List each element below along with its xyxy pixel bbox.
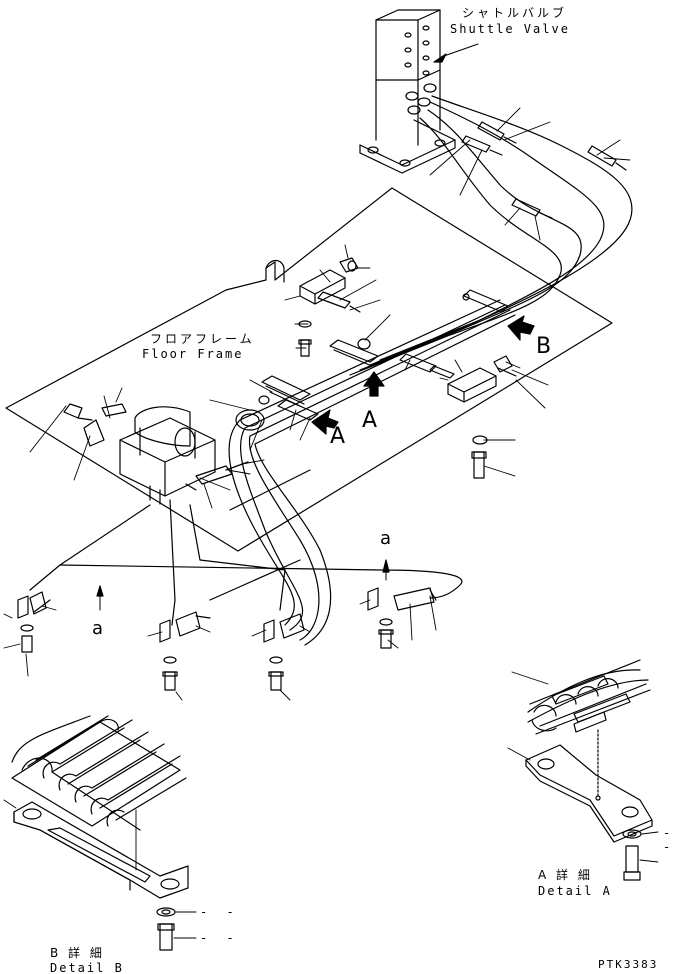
detail-b-washer-dashes: - - [200,905,240,919]
arrow-ref-a-up [383,560,389,572]
floor-frame [6,188,612,551]
leader-lines [4,245,548,700]
floor-frame-en-label: Floor Frame [142,347,244,361]
central-fittings [299,258,360,356]
shuttle-valve-en-label: Shuttle Valve [450,22,570,36]
upper-hoses [350,96,632,375]
right-fittings [400,354,516,478]
valve-fittings [406,84,436,114]
lower-hose-run [30,470,462,625]
hose-fittings-upper [462,122,626,218]
main-hose-bundle [229,300,515,645]
arrow-view-b [508,316,534,340]
lower-fittings [18,588,436,690]
shuttle-valve [360,10,478,173]
arrow-view-a-up [364,372,384,396]
arrow-ref-a-lower [97,586,103,596]
detail-a-jp-label: A 詳 細 [538,868,593,882]
detail-a-drawing [508,660,658,880]
detail-a-washer-dashes: - - [663,826,677,854]
shuttle-valve-jp-label: シャトルバルブ [462,6,568,20]
part-code-label: PTK3383 [598,958,659,971]
view-a-marker-left: A [330,424,346,449]
arrow-view-a-right [312,410,338,434]
detail-a-en-label: Detail A [538,884,612,898]
view-arrows [97,316,534,596]
view-b-marker: B [536,334,552,359]
floor-frame-jp-label: フロアフレーム [150,332,255,346]
bundle-clamps [262,290,508,420]
view-a-marker-up: A [362,408,378,433]
left-console [64,404,248,504]
detail-b-drawing [4,716,196,950]
ref-a-marker-top: a [380,528,392,549]
ref-a-marker-bottom: a [92,618,104,639]
detail-b-en-label: Detail B [50,961,124,974]
detail-b-bolt-dashes: - - [200,931,240,945]
upper-leader-lines [430,108,630,240]
valve-ports [405,26,429,75]
detail-b-jp-label: B 詳 細 [50,946,105,960]
